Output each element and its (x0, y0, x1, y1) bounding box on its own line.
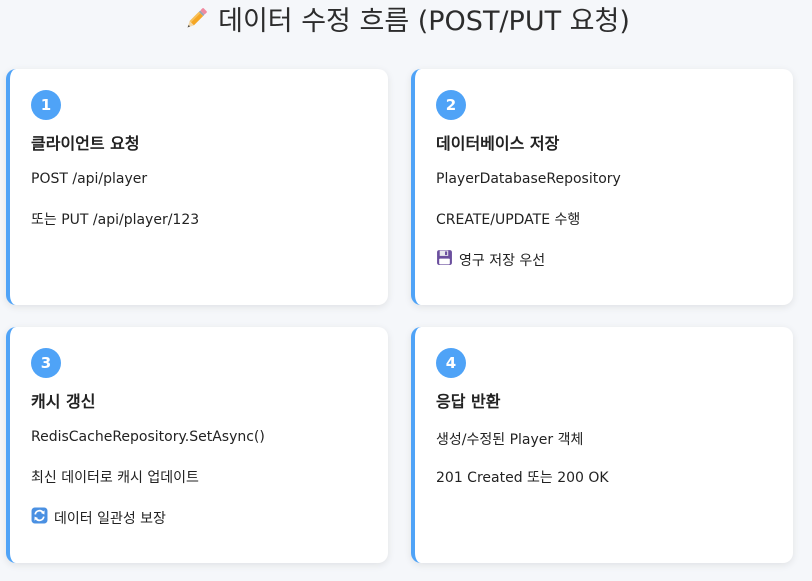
step-card-database-save: 2 데이터베이스 저장 PlayerDatabaseRepository CRE… (411, 69, 793, 305)
step-number-badge: 4 (436, 348, 466, 378)
floppy-disk-icon (436, 249, 453, 270)
card-line: 또는 PUT /api/player/123 (31, 212, 200, 228)
card-line: POST /api/player (31, 171, 148, 187)
refresh-icon (31, 507, 48, 528)
step-card-cache-refresh: 3 캐시 갱신 RedisCacheRepository.SetAsync() … (6, 327, 388, 563)
card-line: 201 Created 또는 200 OK (436, 470, 609, 486)
card-note: 영구 저장 우선 (436, 249, 545, 270)
card-note: 데이터 일관성 보장 (31, 507, 166, 528)
card-note-text: 영구 저장 우선 (459, 252, 546, 269)
card-line: 생성/수정된 Player 객체 (436, 432, 584, 448)
step-number-badge: 2 (436, 90, 466, 120)
card-title: 데이터베이스 저장 (436, 134, 560, 153)
step-card-client-request: 1 클라이언트 요청 POST /api/player 또는 PUT /api/… (6, 69, 388, 305)
step-number-badge: 1 (31, 90, 61, 120)
card-line: CREATE/UPDATE 수행 (436, 212, 581, 228)
page-title-text: 데이터 수정 흐름 (POST/PUT 요청) (218, 6, 630, 37)
card-line: 최신 데이터로 캐시 업데이트 (31, 470, 199, 486)
card-title: 클라이언트 요청 (31, 134, 140, 153)
card-title: 캐시 갱신 (31, 392, 96, 411)
pencil-icon (182, 5, 210, 45)
page-title: 데이터 수정 흐름 (POST/PUT 요청) (0, 2, 812, 45)
step-card-response: 4 응답 반환 생성/수정된 Player 객체 201 Created 또는 … (411, 327, 793, 563)
card-line: PlayerDatabaseRepository (436, 171, 621, 187)
card-line: RedisCacheRepository.SetAsync() (31, 429, 265, 445)
card-note-text: 데이터 일관성 보장 (54, 510, 166, 527)
card-title: 응답 반환 (436, 392, 501, 411)
step-number-badge: 3 (31, 348, 61, 378)
